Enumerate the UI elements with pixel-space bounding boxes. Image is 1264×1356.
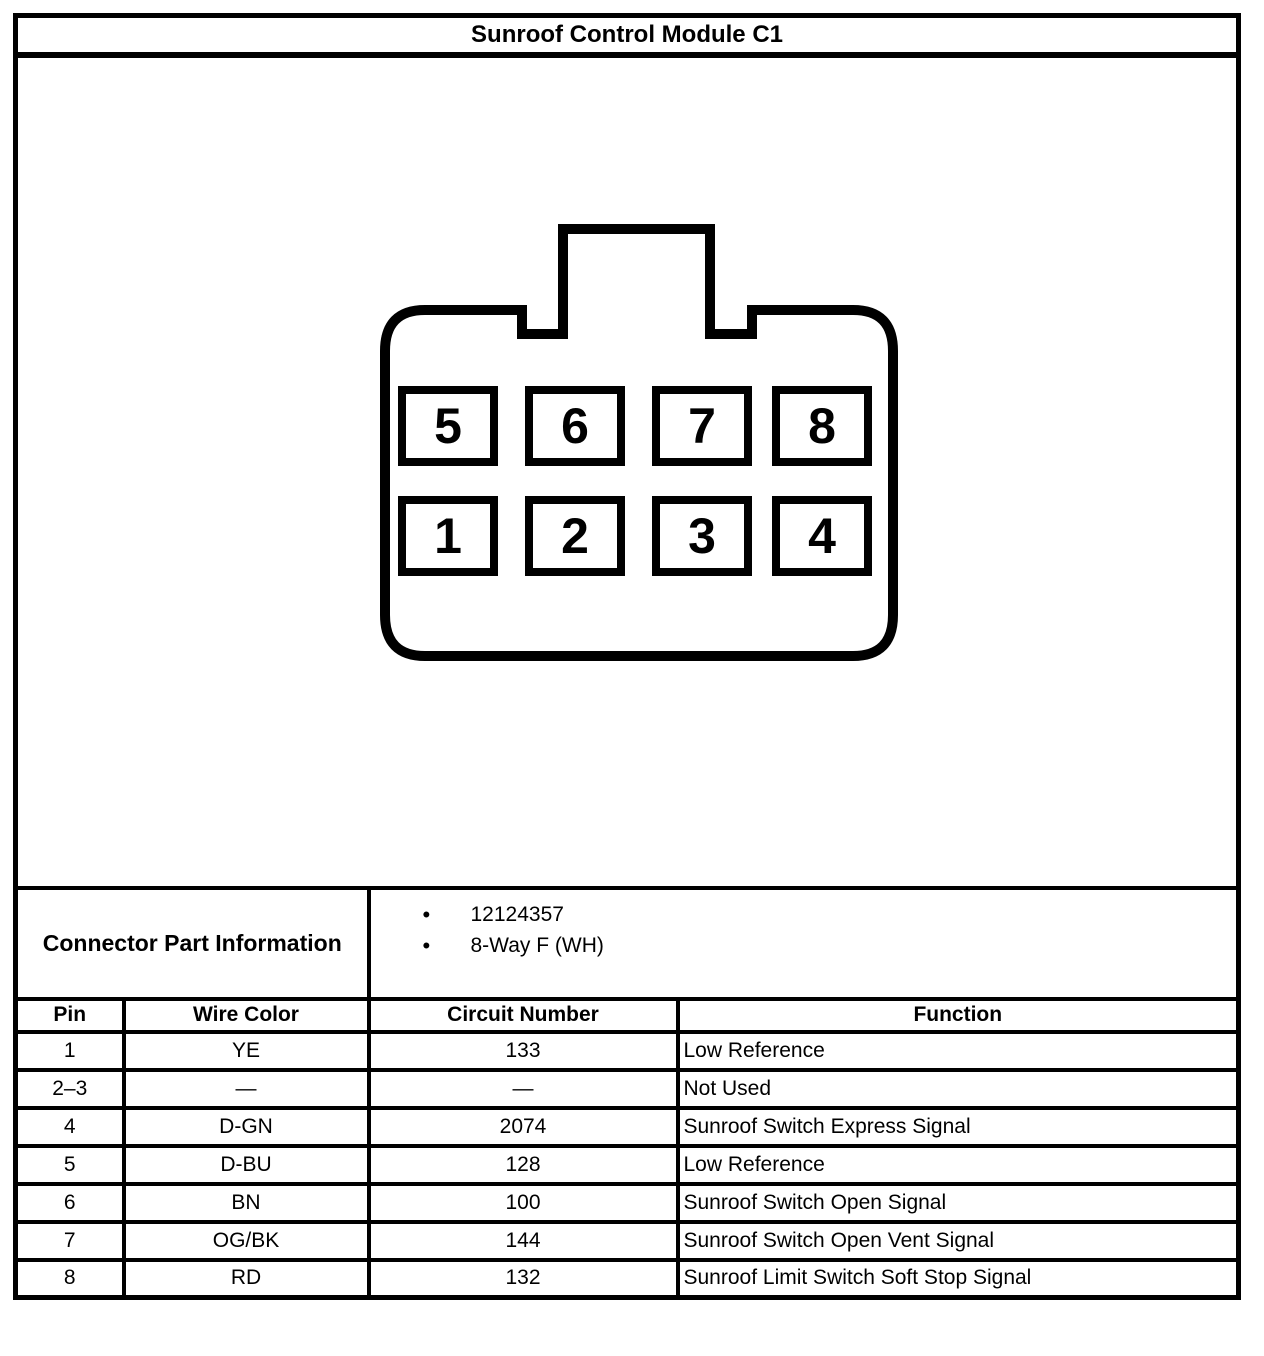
part-number-item: • 12124357 [423,900,1237,931]
col-header-function: Function [675,996,1241,1034]
cell-wire-color: D-BU [121,1143,371,1186]
cell-function: Sunroof Switch Open Vent Signal [675,1219,1241,1262]
cell-circuit-number: 100 [366,1181,680,1224]
pin-row-6: 6 BN 100 Sunroof Switch Open Signal [13,1181,1241,1224]
cell-pin: 2–3 [13,1067,126,1110]
connector-type-text: 8-Way F (WH) [470,934,604,957]
sheet-title: Sunroof Control Module C1 [13,13,1241,58]
bullet-icon: • [422,902,431,927]
connector-diagram: 5 6 7 8 1 2 3 4 [18,58,1236,886]
cell-circuit-number: — [366,1067,680,1110]
cell-pin: 5 [13,1143,126,1186]
connector-part-info-label: Connector Part Information [13,885,371,1001]
pin-box-2: 2 [525,495,625,576]
connector-diagram-area: 5 6 7 8 1 2 3 4 [13,52,1241,890]
cell-function: Sunroof Switch Open Signal [675,1181,1241,1224]
pin-row-2-3: 2–3 — — Not Used [13,1067,1241,1110]
pin-box-8: 8 [772,385,872,466]
cell-function: Not Used [675,1067,1241,1110]
pin-box-6: 6 [525,385,625,466]
pin-box-7: 7 [652,385,752,466]
pin-box-1: 1 [398,495,498,576]
cell-function: Sunroof Limit Switch Soft Stop Signal [675,1257,1241,1300]
col-header-circuit-number: Circuit Number [366,996,680,1034]
cell-wire-color: BN [121,1181,371,1224]
title-row: Sunroof Control Module C1 [13,13,1241,58]
cell-wire-color: YE [121,1029,371,1072]
cell-circuit-number: 144 [366,1219,680,1262]
pin-row-5: 5 D-BU 128 Low Reference [13,1143,1241,1186]
diagram-row: 5 6 7 8 1 2 3 4 [13,52,1241,890]
cell-wire-color: — [121,1067,371,1110]
cell-circuit-number: 128 [366,1143,680,1186]
cell-wire-color: D-GN [121,1105,371,1148]
pin-table-header-row: Pin Wire Color Circuit Number Function [13,996,1241,1034]
col-header-wire-color: Wire Color [121,996,371,1034]
cell-circuit-number: 2074 [366,1105,680,1148]
cell-pin: 6 [13,1181,126,1224]
pin-row-1: 1 YE 133 Low Reference [13,1029,1241,1072]
cell-pin: 1 [13,1029,126,1072]
cell-pin: 4 [13,1105,126,1148]
cell-wire-color: RD [121,1257,371,1300]
bullet-icon: • [422,933,431,958]
connector-part-info-values: • 12124357 • 8-Way F (WH) [366,885,1241,1001]
cell-function: Low Reference [675,1143,1241,1186]
connector-type-item: • 8-Way F (WH) [423,931,1237,962]
pin-box-4: 4 [772,495,872,576]
part-number-text: 12124357 [470,903,564,926]
part-info-row: Connector Part Information • 12124357 • … [13,885,1241,1001]
cell-circuit-number: 132 [366,1257,680,1300]
pin-row-4: 4 D-GN 2074 Sunroof Switch Express Signa… [13,1105,1241,1148]
cell-function: Sunroof Switch Express Signal [675,1105,1241,1148]
cell-pin: 8 [13,1257,126,1300]
pin-box-5: 5 [398,385,498,466]
col-header-pin: Pin [13,996,126,1034]
cell-pin: 7 [13,1219,126,1262]
pin-box-3: 3 [652,495,752,576]
pin-row-7: 7 OG/BK 144 Sunroof Switch Open Vent Sig… [13,1219,1241,1262]
cell-wire-color: OG/BK [121,1219,371,1262]
cell-circuit-number: 133 [366,1029,680,1072]
cell-function: Low Reference [675,1029,1241,1072]
connector-body-outline-icon [380,223,898,661]
pin-row-8: 8 RD 132 Sunroof Limit Switch Soft Stop … [13,1257,1241,1300]
connector-pinout-sheet: Sunroof Control Module C1 5 6 7 8 1 2 3 … [13,13,1242,1300]
